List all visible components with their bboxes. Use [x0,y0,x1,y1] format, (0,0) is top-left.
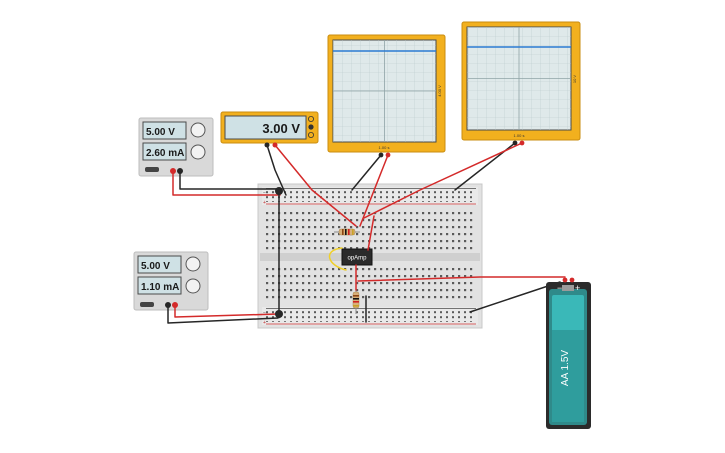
scope2-time-label: 1.00 s [514,133,525,138]
resistor-1[interactable] [334,228,360,236]
scope1-time-label: 1.00 s [379,145,390,150]
wire-opamp-output[interactable] [367,215,375,251]
multimeter-mode-v-button[interactable] [308,124,314,130]
wire-ps2-positive[interactable] [174,304,279,318]
ps1-power-switch[interactable] [145,167,159,172]
wire-scope1-negative[interactable] [351,154,382,191]
wire-scope1-positive[interactable] [359,154,389,227]
wire-battery-positive[interactable] [357,276,566,282]
resistor-2[interactable] [352,288,360,314]
wire-ps1-positive[interactable] [172,170,281,196]
multimeter-reading: 3.00 V [262,121,300,136]
svg-text:−: − [263,310,266,316]
multimeter-mode-ohm-button[interactable] [307,131,314,138]
svg-text:−: − [263,190,266,196]
wire-battery-negative[interactable] [469,281,561,313]
battery-minus-label: − [557,283,562,293]
ps2-power-switch[interactable] [140,302,154,307]
wire-ps1-negative[interactable] [179,170,281,190]
ps1-voltage-knob[interactable] [190,122,206,138]
wire-ps2-negative[interactable] [167,304,279,324]
opamp-chip[interactable]: opAmp [341,248,373,266]
ps1-voltage-display: 5.00 V [146,127,175,138]
oscilloscope-2[interactable]: 1.00 s 10 V [461,21,581,146]
wire-feedback-yellow[interactable] [328,247,347,271]
multimeter[interactable]: 3.00 V [220,111,319,148]
ps2-voltage-knob[interactable] [185,256,201,272]
power-supply-2[interactable]: 5.00 V 1.10 mA [133,251,209,311]
ps2-current-knob[interactable] [185,278,201,294]
battery-terminal-positive[interactable] [569,277,575,283]
scope2-volt-label: 10 V [572,75,577,84]
ps1-current-knob[interactable] [190,144,206,160]
wire-multimeter-com[interactable] [266,144,287,196]
svg-text:+: + [263,320,266,326]
battery-aa[interactable]: − + AA 1.5V [546,277,591,429]
ps1-current-display: 2.60 mA [146,148,184,159]
multimeter-mode-a-button[interactable] [307,116,314,123]
wires[interactable] [167,142,566,324]
power-supply-1[interactable]: 5.00 V 2.60 mA [138,117,214,177]
ps2-voltage-display: 5.00 V [141,261,170,272]
breadboard[interactable]: − + − + [257,183,483,329]
opamp-label: opAmp [347,256,367,262]
oscilloscope-1[interactable]: 1.00 s 4.00 V [327,34,446,158]
wire-multimeter-v[interactable] [274,144,357,227]
wire-scope2-positive[interactable] [363,142,523,219]
battery-plus-label: + [575,283,580,293]
svg-text:+: + [263,200,266,206]
scope1-volt-label: 4.00 V [437,85,442,97]
ps2-current-display: 1.10 mA [141,282,179,293]
battery-terminal-positive-clip[interactable] [562,277,568,283]
battery-label: AA 1.5V [560,350,571,386]
